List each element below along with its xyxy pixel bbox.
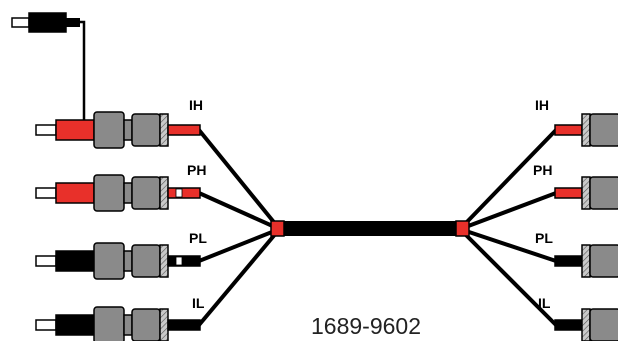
right-label-ih: IH [535,97,549,113]
left-label-ph: PH [187,162,206,178]
left-connector-ih [35,111,201,149]
left-wires [197,128,279,327]
left-connector-pl [35,242,201,280]
right-connector-pl [554,244,618,278]
right-connector-ph [554,176,618,210]
left-junction [270,220,285,237]
left-connector-ph [35,174,201,212]
right-label-pl: PL [535,230,553,246]
left-label-ih: IH [189,97,203,113]
right-label-ph: PH [533,162,552,178]
right-connector-ih [554,113,618,147]
right-junction [455,220,470,237]
part-number: 1689-9602 [311,313,421,339]
left-label-il: IL [192,295,205,311]
right-label-il: IL [538,295,551,311]
left-label-pl: PL [189,230,207,246]
jumper-plug [11,12,86,130]
main-cable [282,221,460,236]
right-connector-il [554,308,618,341]
right-wires [461,128,558,327]
left-connector-il [35,306,201,341]
